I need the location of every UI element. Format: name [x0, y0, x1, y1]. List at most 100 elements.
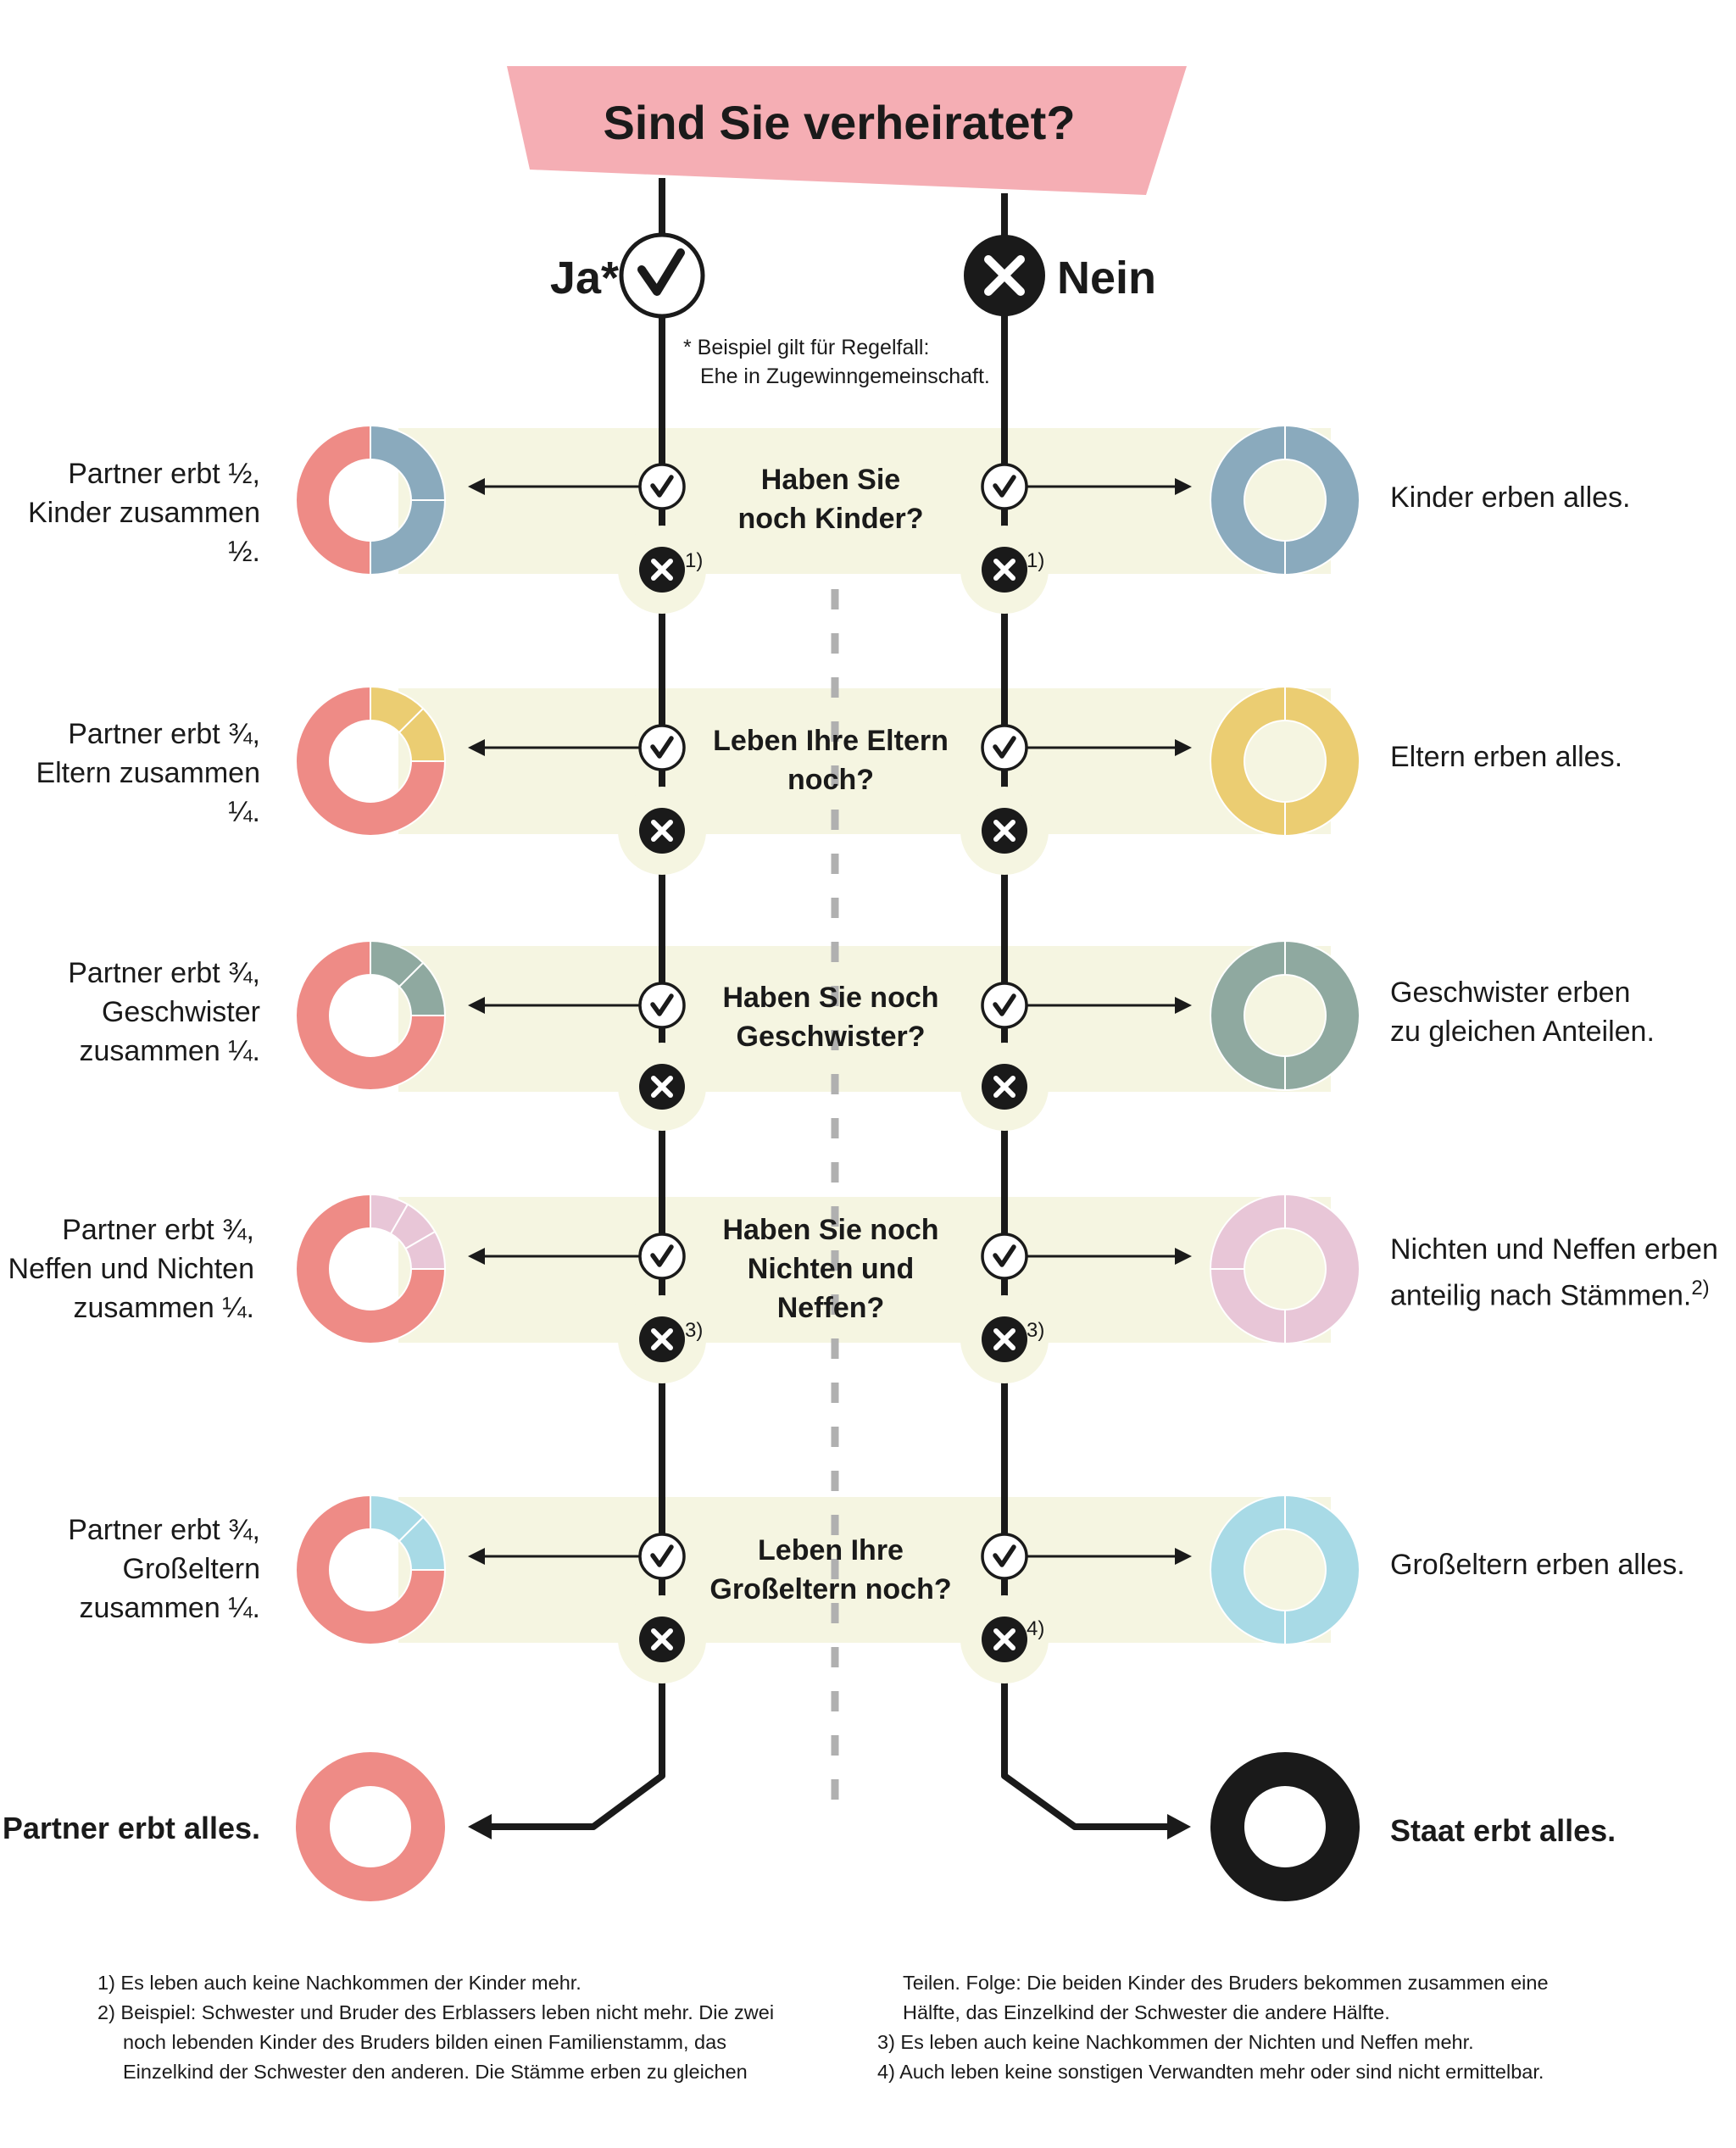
cross-stroke — [651, 820, 673, 842]
question-4-line3: Neffen? — [776, 1292, 885, 1324]
question-1-line2: noch Kinder? — [737, 503, 924, 535]
right-share-donut-5 — [1210, 1494, 1360, 1646]
right-share-donut-3 — [1210, 939, 1360, 1092]
left-result-3: Partner erbt ¾, Geschwister zusammen ¼. — [0, 954, 260, 1071]
left-result-3-line2: Geschwister — [101, 996, 260, 1028]
no-branch-cross-icon-4 — [960, 1295, 1049, 1383]
no-branch-check-icon-5 — [981, 1533, 1028, 1580]
yes-branch-cross-icon-2 — [618, 787, 706, 875]
left-result-2-line1: Partner erbt ¾, — [68, 718, 260, 750]
question-2: Leben Ihre Eltern noch? — [708, 721, 954, 799]
check-mark — [993, 475, 1016, 498]
star-footnote-line1: * Beispiel gilt für Regelfall: — [683, 336, 930, 359]
arrow-icon — [468, 1814, 492, 1839]
left-result-5: Partner erbt ¾, Großeltern zusammen ¼. — [0, 1511, 260, 1628]
left-share-donut-2 — [295, 685, 447, 837]
check-icon-ring — [638, 982, 686, 1029]
left-result-3-line3: zusammen ¼. — [79, 1035, 260, 1067]
check-mark — [650, 993, 674, 1016]
left-result-1-line1: Partner erbt ½, — [68, 458, 260, 490]
right-share-donut-4 — [1209, 1193, 1360, 1345]
no-branch-label: Nein — [1057, 253, 1157, 303]
partner-all-donut — [296, 1752, 445, 1901]
question-3: Haben Sie noch Geschwister? — [708, 978, 954, 1056]
arrow-icon — [1175, 1548, 1192, 1565]
no-branch-cross-icon-3 — [960, 1043, 1049, 1131]
question-3-line1: Haben Sie noch — [722, 982, 939, 1014]
final-right-result: Staat erbt alles. — [1390, 1813, 1616, 1848]
right-result-1: Kinder erben alles. — [1390, 478, 1729, 517]
arrow-icon — [1175, 739, 1192, 756]
no-branch-check-icon-3 — [981, 982, 1028, 1029]
left-result-2-line2: Eltern zusammen ¼. — [36, 757, 260, 828]
question-5: Leben Ihre Großeltern noch? — [691, 1531, 971, 1609]
no-branch-check-icon-2 — [981, 724, 1028, 771]
footnotes-col2: Teilen. Folge: Die beiden Kinder des Bru… — [877, 1968, 1725, 2087]
check-icon-ring — [638, 1533, 686, 1580]
star-footnote-line2: Ehe in Zugewinngemeinschaft. — [700, 364, 990, 388]
right-result-3-line2: zu gleichen Anteilen. — [1390, 1016, 1655, 1048]
left-result-5-line3: zusammen ¼. — [79, 1592, 260, 1624]
check-icon-ring — [638, 1233, 686, 1280]
donut-segment — [1284, 1494, 1360, 1646]
donut-segment — [1210, 1752, 1360, 1901]
yes-branch-check-icon-1 — [638, 463, 686, 510]
arrow-icon — [468, 739, 485, 756]
donut-segment — [295, 1494, 447, 1645]
right-result-4-line2-text: anteilig nach Stämmen. — [1390, 1279, 1692, 1312]
no-branch-cross-icon-5 — [960, 1595, 1049, 1683]
check-mark — [993, 736, 1016, 759]
right-result-2-line1: Eltern erben alles. — [1390, 741, 1623, 773]
question-band-1 — [398, 428, 1331, 574]
footnotes-col1: 1) Es leben auch keine Nachkommen der Ki… — [97, 1968, 843, 2087]
left-result-5-line2: Großeltern — [122, 1553, 261, 1585]
check-icon-ring — [981, 463, 1028, 510]
question-4-line1: Haben Sie noch — [722, 1214, 939, 1246]
right-result-4-line2: anteilig nach Stämmen.2) — [1390, 1269, 1736, 1315]
no-final-connector — [1001, 1772, 1178, 1830]
cross-stroke — [651, 1328, 673, 1350]
check-icon-ring — [981, 724, 1028, 771]
footnote-3: 3) Es leben auch keine Nachkommen der Ni… — [877, 2031, 1474, 2053]
right-result-3-line1: Geschwister erben — [1390, 977, 1631, 1009]
left-result-2: Partner erbt ¾, Eltern zusammen ¼. — [0, 715, 260, 832]
donut-segment — [1210, 1494, 1286, 1646]
cross-stroke — [984, 255, 1025, 296]
page-title: Sind Sie verheiratet? — [603, 96, 1076, 149]
donut-segment — [295, 685, 447, 837]
arrow-icon — [1175, 997, 1192, 1014]
no-note-5: 4) — [1027, 1617, 1045, 1640]
footnote-2-cont4: Hälfte, das Einzelkind der Schwester die… — [903, 2001, 1390, 2023]
donut-segment — [1284, 1193, 1360, 1345]
left-share-donut-4 — [295, 1193, 447, 1344]
right-result-4-line1: Nichten und Neffen erben — [1390, 1233, 1718, 1266]
left-share-donut-3 — [295, 939, 447, 1091]
star-footnote: * Beispiel gilt für Regelfall: Ehe in Zu… — [683, 333, 1022, 391]
left-share-donut-1 — [295, 424, 447, 576]
left-result-1-line2: Kinder zusammen ½. — [27, 497, 260, 568]
question-5-line1: Leben Ihre — [758, 1534, 904, 1566]
footnote-2-cont3: Teilen. Folge: Die beiden Kinder des Bru… — [903, 1972, 1549, 1994]
yes-branch-cross-icon-5 — [618, 1595, 706, 1683]
left-result-4-line1: Partner erbt ¾, — [62, 1214, 254, 1246]
check-icon-ring — [981, 1533, 1028, 1580]
yes-branch-check-icon-2 — [638, 724, 686, 771]
cross-stroke — [651, 1628, 673, 1650]
question-1-line1: Haben Sie — [760, 464, 901, 496]
donut-segment — [295, 1193, 447, 1344]
yes-branch-label: Ja* — [549, 253, 619, 303]
donut-segment — [1210, 424, 1286, 576]
arrow-icon — [468, 997, 485, 1014]
arrow-icon — [1167, 1814, 1191, 1839]
question-band-3 — [398, 946, 1331, 1092]
left-result-3-line1: Partner erbt ¾, — [68, 957, 260, 989]
right-result-3: Geschwister erben zu gleichen Anteilen. — [1390, 973, 1729, 1051]
arrow-icon — [468, 1248, 485, 1265]
footnote-1: 1) Es leben auch keine Nachkommen der Ki… — [97, 1972, 581, 1994]
check-mark — [637, 248, 685, 296]
cross-stroke — [993, 559, 1015, 581]
check-mark — [650, 1544, 674, 1567]
question-2-line1: Leben Ihre Eltern — [713, 725, 949, 757]
question-2-line2: noch? — [787, 764, 874, 796]
donut-segment — [296, 1752, 445, 1901]
